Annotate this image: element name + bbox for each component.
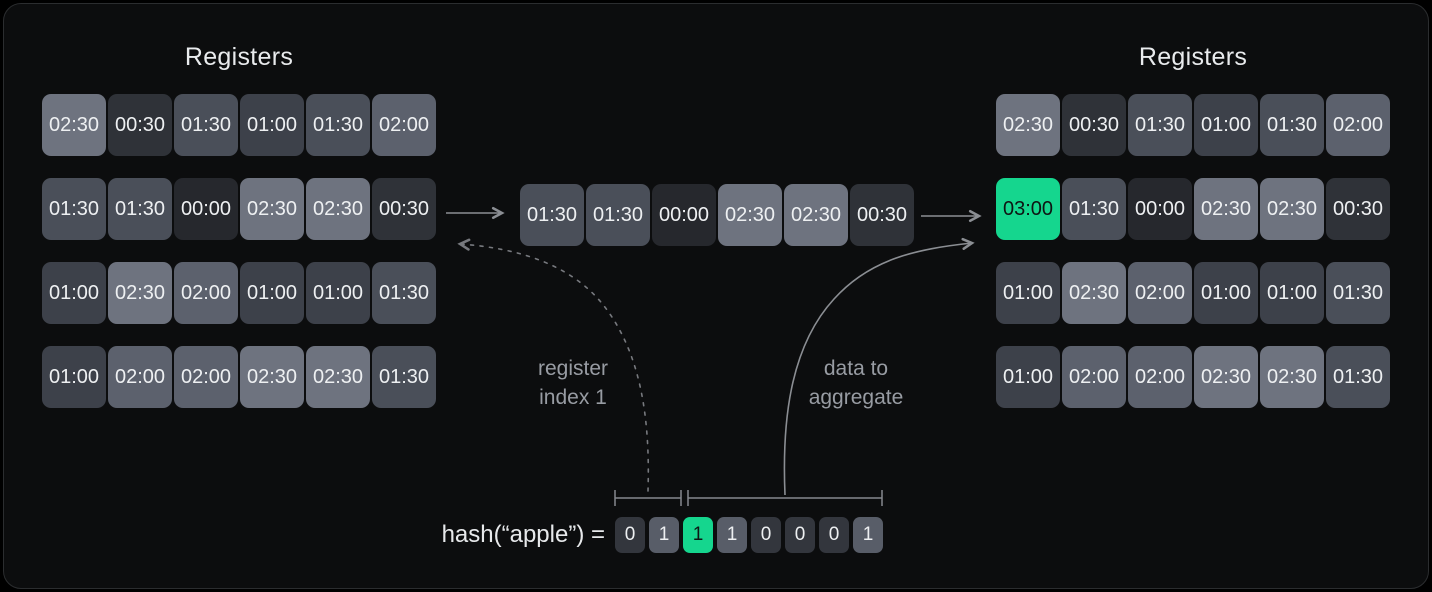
register-cell: 01:30: [1260, 94, 1324, 156]
register-cell: 01:00: [42, 262, 106, 324]
register-cell: 02:00: [1062, 346, 1126, 408]
register-cell: 01:30: [42, 178, 106, 240]
register-cell: 00:00: [1128, 178, 1192, 240]
register-cell: 01:30: [108, 178, 172, 240]
register-cell: 01:30: [586, 184, 650, 246]
register-index-label: register index 1: [483, 354, 663, 412]
register-cell: 02:30: [996, 94, 1060, 156]
register-cell: 00:30: [108, 94, 172, 156]
hash-bit: 0: [615, 517, 645, 553]
register-cell: 02:00: [108, 346, 172, 408]
register-cell: 01:30: [1062, 178, 1126, 240]
left-registers-title: Registers: [184, 43, 294, 71]
register-cell: 01:00: [996, 346, 1060, 408]
label-line: data to: [823, 357, 889, 380]
right-registers-title: Registers: [1138, 43, 1248, 71]
register-cell: 01:00: [1260, 262, 1324, 324]
register-cell: 02:00: [372, 94, 436, 156]
hash-bit: 1: [717, 517, 747, 553]
register-cell: 02:30: [1194, 346, 1258, 408]
register-cell: 01:30: [174, 94, 238, 156]
register-cell: 02:30: [240, 178, 304, 240]
register-cell: 02:30: [42, 94, 106, 156]
register-cell: 01:00: [1194, 262, 1258, 324]
register-cell: 02:30: [1260, 346, 1324, 408]
hash-bit-highlighted: 1: [683, 517, 713, 553]
hash-bit: 1: [853, 517, 883, 553]
register-cell: 02:30: [306, 178, 370, 240]
register-cell: 01:00: [240, 94, 304, 156]
register-cell: 02:00: [174, 346, 238, 408]
register-cell: 01:30: [1326, 262, 1390, 324]
hash-bit: 1: [649, 517, 679, 553]
register-cell-highlighted: 03:00: [996, 178, 1060, 240]
register-cell: 01:00: [42, 346, 106, 408]
register-cell: 02:30: [784, 184, 848, 246]
register-cell: 00:30: [1326, 178, 1390, 240]
hash-expression-label: hash(“apple”) =: [441, 521, 605, 548]
register-cell: 01:30: [306, 94, 370, 156]
register-cell: 01:30: [520, 184, 584, 246]
register-cell: 01:00: [240, 262, 304, 324]
register-cell: 00:00: [174, 178, 238, 240]
register-cell: 02:30: [1062, 262, 1126, 324]
register-cell: 01:30: [372, 262, 436, 324]
register-cell: 02:30: [240, 346, 304, 408]
register-cell: 00:30: [372, 178, 436, 240]
register-cell: 02:30: [108, 262, 172, 324]
register-cell: 02:30: [1260, 178, 1324, 240]
register-cell: 02:30: [306, 346, 370, 408]
register-cell: 02:00: [174, 262, 238, 324]
register-cell: 00:00: [652, 184, 716, 246]
register-cell: 01:30: [1128, 94, 1192, 156]
label-line: index 1: [539, 386, 607, 409]
data-to-aggregate-label: data to aggregate: [766, 354, 946, 412]
register-cell: 01:00: [306, 262, 370, 324]
register-cell: 00:30: [850, 184, 914, 246]
register-cell: 02:30: [718, 184, 782, 246]
register-cell: 02:00: [1326, 94, 1390, 156]
hash-bit: 0: [785, 517, 815, 553]
register-cell: 02:00: [1128, 262, 1192, 324]
register-cell: 00:30: [1062, 94, 1126, 156]
hash-bit: 0: [751, 517, 781, 553]
register-cell: 01:00: [1194, 94, 1258, 156]
register-cell: 01:30: [372, 346, 436, 408]
label-line: register: [537, 357, 609, 380]
label-line: aggregate: [808, 386, 904, 409]
register-cell: 01:00: [996, 262, 1060, 324]
register-cell: 01:30: [1326, 346, 1390, 408]
hash-bit: 0: [819, 517, 849, 553]
register-cell: 02:00: [1128, 346, 1192, 408]
register-cell: 02:30: [1194, 178, 1258, 240]
